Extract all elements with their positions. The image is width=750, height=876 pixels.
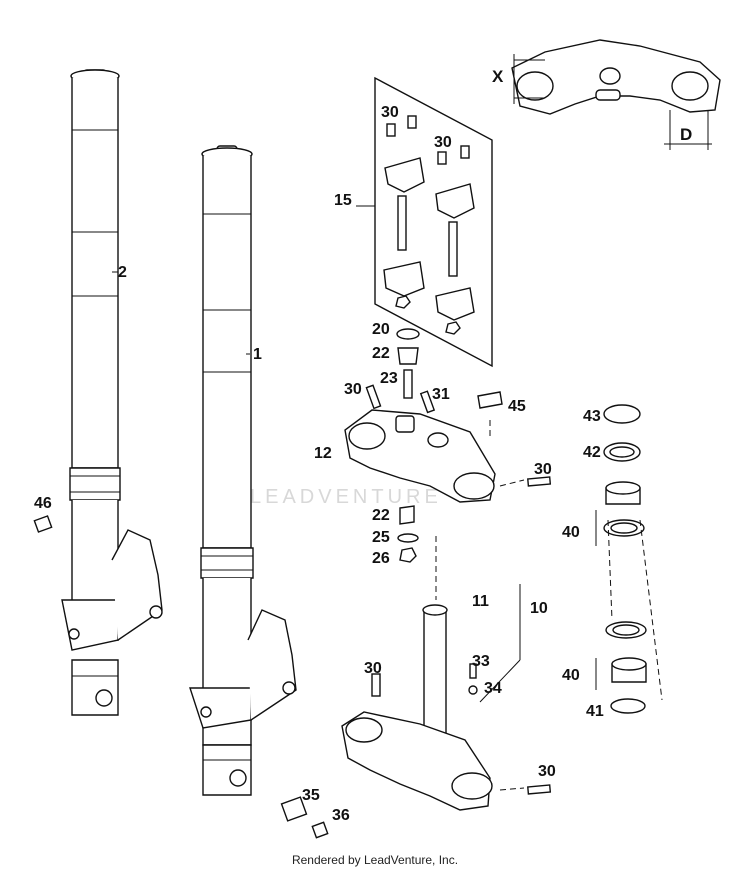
small-parts bbox=[33, 328, 552, 839]
callout-30[interactable]: 30 bbox=[538, 763, 556, 780]
callout-45[interactable]: 45 bbox=[508, 398, 526, 415]
dimension-label-d: D bbox=[680, 125, 692, 144]
fork-leg-1 bbox=[189, 145, 297, 796]
callout-11[interactable]: 11 bbox=[472, 593, 489, 610]
callout-40[interactable]: 40 bbox=[562, 667, 580, 684]
callout-42[interactable]: 42 bbox=[583, 444, 601, 461]
callout-35[interactable]: 35 bbox=[302, 787, 320, 804]
callout-22[interactable]: 22 bbox=[372, 507, 390, 524]
callout-40[interactable]: 40 bbox=[562, 524, 580, 541]
callout-46[interactable]: 46 bbox=[34, 495, 52, 512]
footer-credit: Rendered by LeadVenture, Inc. bbox=[291, 853, 459, 867]
callout-15[interactable]: 15 bbox=[334, 192, 352, 209]
triple-clamp-dimension-view bbox=[511, 39, 721, 150]
fork-leg-2 bbox=[61, 69, 163, 716]
callout-12[interactable]: 12 bbox=[314, 445, 332, 462]
callout-30[interactable]: 30 bbox=[364, 660, 382, 677]
callout-34[interactable]: 34 bbox=[484, 680, 502, 697]
callout-25[interactable]: 25 bbox=[372, 529, 390, 546]
callout-30[interactable]: 30 bbox=[534, 461, 552, 478]
callout-41[interactable]: 41 bbox=[586, 703, 604, 720]
callout-30[interactable]: 30 bbox=[381, 104, 399, 121]
leader-lines bbox=[112, 205, 663, 791]
callout-10[interactable]: 10 bbox=[530, 600, 548, 617]
callout-30[interactable]: 30 bbox=[344, 381, 362, 398]
callout-30[interactable]: 30 bbox=[434, 134, 452, 151]
upper-triple-clamp-12 bbox=[344, 409, 496, 503]
callout-33[interactable]: 33 bbox=[472, 653, 490, 670]
callout-20[interactable]: 20 bbox=[372, 321, 390, 338]
callout-2[interactable]: 2 bbox=[118, 264, 127, 281]
callout-1[interactable]: 1 bbox=[253, 346, 262, 363]
dimension-label-x: X bbox=[492, 67, 504, 86]
callout-23[interactable]: 23 bbox=[380, 370, 398, 387]
lower-triple-clamp-10 bbox=[341, 604, 493, 811]
steering-bearing-parts bbox=[603, 404, 647, 714]
handlebar-clamp-kit-15 bbox=[374, 76, 493, 368]
callout-43[interactable]: 43 bbox=[583, 408, 601, 425]
callout-31[interactable]: 31 bbox=[432, 386, 450, 403]
callout-36[interactable]: 36 bbox=[332, 807, 350, 824]
callout-26[interactable]: 26 bbox=[372, 550, 390, 567]
watermark-text: LEADVENTURE bbox=[250, 486, 442, 508]
callout-22[interactable]: 22 bbox=[372, 345, 390, 362]
